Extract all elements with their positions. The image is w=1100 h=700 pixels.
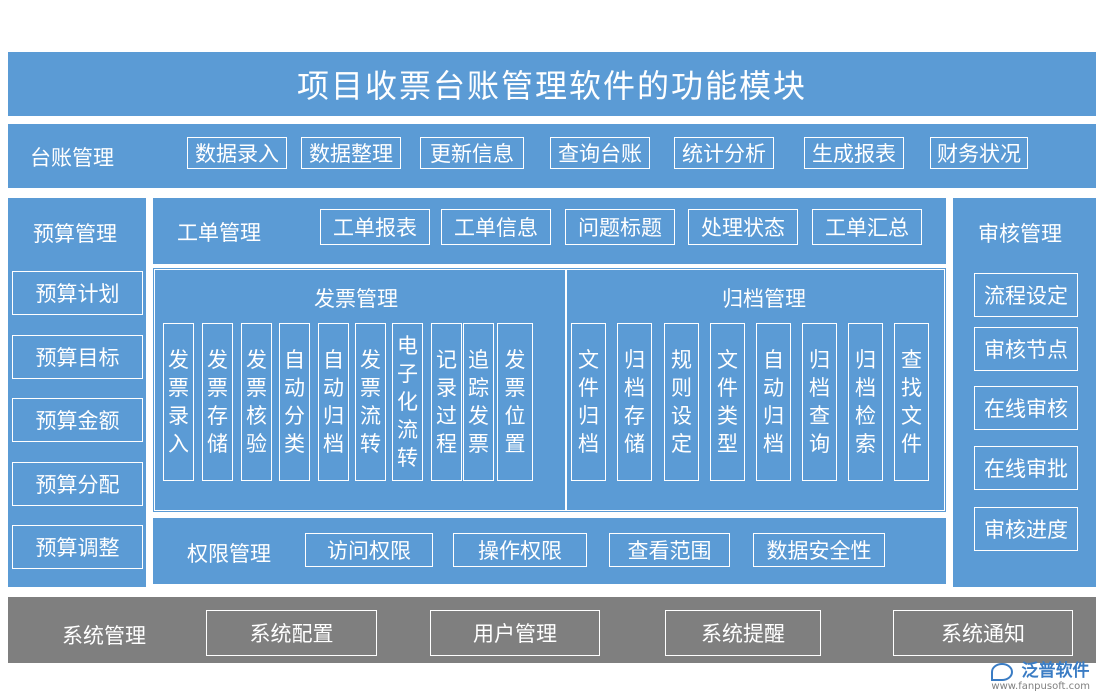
audit-item[interactable]: 流程设定	[974, 273, 1078, 317]
invoice-item[interactable]: 自动分类	[279, 323, 310, 481]
system-label: 系统管理	[62, 624, 146, 648]
ledger-item[interactable]: 查询台账	[550, 137, 650, 169]
invoice-item[interactable]: 发票核验	[241, 323, 272, 481]
system-panel	[8, 597, 1096, 663]
archive-item[interactable]: 文件类型	[710, 323, 745, 481]
audit-item[interactable]: 审核进度	[974, 507, 1078, 551]
budget-item[interactable]: 预算金额	[12, 398, 143, 442]
invoice-item-text: 电子化流转	[397, 334, 418, 470]
system-item[interactable]: 系统提醒	[665, 610, 821, 656]
archive-item[interactable]: 文件归档	[571, 323, 606, 481]
brand-logo: 泛普软件 www.fanpusoft.com	[991, 656, 1090, 692]
logo-brand-text: 泛普软件	[1021, 661, 1090, 681]
invoice-item-text: 发票位置	[504, 348, 526, 456]
permission-item[interactable]: 操作权限	[453, 533, 587, 567]
archive-item-text: 归档查询	[809, 348, 830, 456]
invoice-item[interactable]: 发票存储	[202, 323, 233, 481]
workorder-label: 工单管理	[177, 221, 261, 245]
budget-label: 预算管理	[33, 222, 117, 246]
archive-item-text: 规则设定	[671, 348, 692, 456]
logo-url-text: www.fanpusoft.com	[991, 681, 1090, 692]
workorder-item[interactable]: 问题标题	[565, 209, 675, 245]
archive-section	[566, 269, 945, 511]
ledger-item[interactable]: 数据录入	[187, 137, 287, 169]
archive-item-text: 归档检索	[855, 348, 876, 456]
workorder-item[interactable]: 工单报表	[320, 209, 430, 245]
workorder-item[interactable]: 工单信息	[441, 209, 551, 245]
ledger-item[interactable]: 生成报表	[804, 137, 904, 169]
invoice-item[interactable]: 电子化流转	[392, 323, 423, 481]
permission-label: 权限管理	[187, 542, 271, 566]
ledger-panel	[8, 124, 1096, 188]
invoice-item[interactable]: 自动归档	[318, 323, 349, 481]
invoice-item[interactable]: 发票录入	[163, 323, 194, 481]
archive-item[interactable]: 归档存储	[617, 323, 652, 481]
audit-panel	[953, 198, 1096, 587]
invoice-item-text: 追踪发票	[468, 348, 489, 456]
invoice-item-text: 发票录入	[168, 348, 189, 456]
archive-item-text: 查找文件	[901, 348, 922, 456]
archive-item-text: 文件归档	[578, 348, 599, 456]
audit-item[interactable]: 在线审核	[974, 386, 1078, 430]
invoice-label: 发票管理	[314, 287, 398, 311]
budget-item[interactable]: 预算目标	[12, 335, 143, 379]
page-title: 项目收票台账管理软件的功能模块	[8, 52, 1096, 116]
invoice-item-text: 记录过程	[436, 348, 457, 456]
permission-item[interactable]: 访问权限	[305, 533, 433, 567]
invoice-item-text: 自动归档	[323, 348, 344, 456]
invoice-item[interactable]: 发票流转	[355, 323, 386, 481]
archive-item-text: 文件类型	[717, 348, 738, 456]
invoice-item[interactable]: 记录过程	[431, 323, 462, 481]
ledger-item[interactable]: 数据整理	[301, 137, 401, 169]
permission-item[interactable]: 数据安全性	[753, 533, 885, 567]
ledger-label: 台账管理	[30, 146, 114, 170]
invoice-item[interactable]: 发票位置	[497, 323, 533, 481]
archive-item[interactable]: 规则设定	[664, 323, 699, 481]
system-item[interactable]: 用户管理	[430, 610, 600, 656]
workorder-item[interactable]: 处理状态	[688, 209, 798, 245]
invoice-item-text: 发票核验	[246, 348, 267, 456]
archive-item[interactable]: 归档检索	[848, 323, 883, 481]
invoice-item-text: 发票存储	[207, 348, 228, 456]
logo-mark-icon	[991, 662, 1014, 681]
system-item[interactable]: 系统通知	[893, 610, 1073, 656]
ledger-item[interactable]: 统计分析	[674, 137, 774, 169]
budget-item[interactable]: 预算计划	[12, 271, 143, 315]
archive-item-text: 归档存储	[624, 348, 645, 456]
ledger-item[interactable]: 财务状况	[930, 137, 1028, 169]
archive-label: 归档管理	[722, 287, 806, 311]
audit-label: 审核管理	[978, 222, 1062, 246]
workorder-item[interactable]: 工单汇总	[812, 209, 922, 245]
invoice-item-text: 自动分类	[284, 348, 305, 456]
ledger-item[interactable]: 更新信息	[420, 137, 524, 169]
budget-item[interactable]: 预算调整	[12, 525, 143, 569]
archive-item[interactable]: 自动归档	[756, 323, 791, 481]
audit-item[interactable]: 审核节点	[974, 327, 1078, 371]
invoice-item-text: 发票流转	[360, 348, 381, 456]
permission-item[interactable]: 查看范围	[609, 533, 730, 567]
budget-item[interactable]: 预算分配	[12, 462, 143, 506]
archive-item[interactable]: 查找文件	[894, 323, 929, 481]
permission-panel	[153, 518, 946, 584]
system-item[interactable]: 系统配置	[206, 610, 377, 656]
archive-item-text: 自动归档	[763, 348, 784, 456]
invoice-item[interactable]: 追踪发票	[463, 323, 494, 481]
budget-panel	[8, 198, 146, 587]
audit-item[interactable]: 在线审批	[974, 446, 1078, 490]
archive-item[interactable]: 归档查询	[802, 323, 837, 481]
